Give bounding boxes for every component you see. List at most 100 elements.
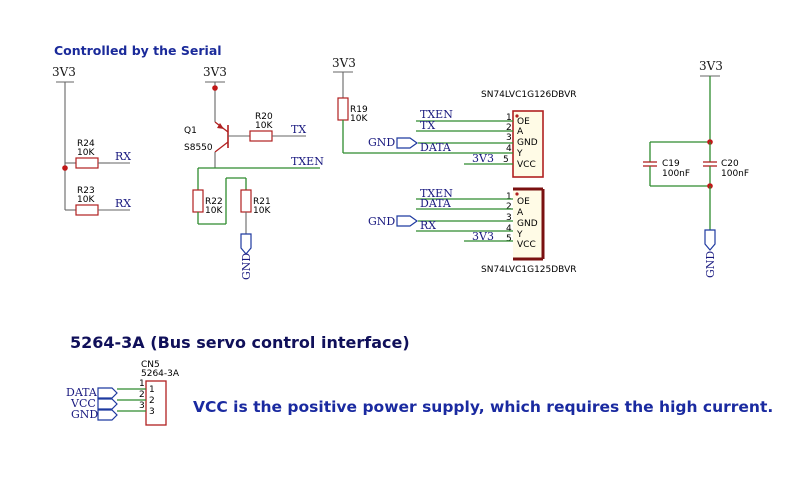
conn-data-label: DATA — [66, 386, 98, 399]
svg-text:2: 2 — [149, 396, 155, 406]
r21-resistor — [240, 189, 252, 213]
svg-text:Y: Y — [516, 149, 523, 159]
pullup-resistors-block: 3V3 R24 10K RX R23 10K RX — [52, 65, 131, 216]
svg-text:4: 4 — [506, 144, 512, 154]
r24-label: R24 — [77, 139, 95, 149]
gnd-port-icon — [396, 215, 419, 227]
svg-text:5: 5 — [503, 155, 509, 165]
connector-block: CN5 5264-3A 1 2 3 1 2 3 DATA VCC GND — [66, 360, 180, 426]
c20-label: C20 — [721, 159, 739, 169]
vcc-3v3-label-1: 3V3 — [472, 152, 494, 165]
svg-text:2: 2 — [139, 390, 145, 400]
svg-text:Y: Y — [516, 230, 523, 240]
section-title: Controlled by the Serial — [54, 43, 222, 58]
u2-pin-labels: OE A GND Y VCC 1 2 3 4 5 — [506, 192, 538, 250]
data-port-icon — [97, 387, 118, 399]
r23-resistor — [75, 204, 99, 216]
conn-vcc-label: VCC — [70, 397, 96, 410]
txen-net-label-3: TXEN — [420, 187, 453, 200]
cn5-connector — [145, 380, 167, 426]
r24-resistor — [75, 157, 99, 169]
gnd-label-4: GND — [704, 251, 717, 278]
gnd-port-icon — [240, 233, 252, 255]
q1-part: S8550 — [184, 143, 213, 153]
svg-text:A: A — [517, 127, 524, 137]
txen-net-label-2: TXEN — [420, 108, 453, 121]
svg-text:2: 2 — [506, 123, 512, 133]
r20-value: 10K — [255, 121, 273, 131]
svg-text:3: 3 — [506, 133, 512, 143]
u1-pin-labels: OE A GND Y VCC 1 2 3 4 5 — [503, 113, 538, 170]
r19-label: R19 — [350, 105, 368, 115]
vcc-3v3-label-2: 3V3 — [472, 230, 494, 243]
svg-text:OE: OE — [517, 117, 530, 127]
svg-text:5: 5 — [506, 234, 512, 244]
r20-label: R20 — [255, 112, 273, 122]
svg-text:1: 1 — [506, 192, 512, 202]
svg-text:VCC: VCC — [517, 160, 536, 170]
r22-value: 10K — [205, 206, 223, 216]
gnd-label-2: GND — [368, 136, 395, 149]
decoupling-caps-block: 3V3 C19 100nF C20 100nF GND — [643, 59, 749, 278]
q1-label: Q1 — [184, 126, 197, 136]
svg-text:3: 3 — [149, 407, 155, 417]
junction-dot — [212, 85, 218, 91]
r21-value: 10K — [253, 206, 271, 216]
data-net-label-1: DATA — [420, 141, 452, 154]
svg-text:OE: OE — [517, 197, 530, 207]
gnd-label-1: GND — [240, 253, 253, 280]
svg-text:3: 3 — [506, 213, 512, 223]
u1-part-label: SN74LVC1G126DBVR — [481, 90, 576, 100]
gnd-port-icon — [704, 229, 716, 251]
svg-text:VCC: VCC — [517, 240, 536, 250]
rx-net-label-2: RX — [115, 197, 131, 210]
c19-value: 100nF — [662, 169, 690, 179]
svg-text:A: A — [517, 208, 524, 218]
connector-title: 5264-3A (Bus servo control interface) — [70, 333, 410, 352]
cn5-part: 5264-3A — [141, 369, 180, 379]
txen-net-label-1: TXEN — [291, 155, 324, 168]
power-3v3-label-2: 3V3 — [203, 65, 227, 79]
power-3v3-label-4: 3V3 — [699, 59, 723, 73]
svg-text:3: 3 — [139, 401, 145, 411]
svg-text:4: 4 — [506, 224, 512, 234]
buffer-u1-block: 3V3 R19 10K SN74LVC1G126DBVR OE A GND Y … — [332, 56, 576, 178]
vcc-port-icon — [97, 398, 118, 410]
svg-text:2: 2 — [506, 202, 512, 212]
c20-value: 100nF — [721, 169, 749, 179]
gnd-port-icon — [97, 409, 118, 421]
u2-part-label: SN74LVC1G125DBVR — [481, 265, 576, 275]
r19-resistor — [337, 97, 349, 121]
junction-dot — [62, 165, 68, 171]
power-3v3-label-3: 3V3 — [332, 56, 356, 70]
rx-net-label-3: RX — [420, 219, 436, 232]
conn-gnd-label: GND — [71, 408, 98, 421]
svg-text:1: 1 — [139, 379, 145, 389]
gnd-label-3: GND — [368, 215, 395, 228]
u2-chip — [513, 189, 543, 259]
data-net-label-2: DATA — [420, 197, 452, 210]
power-note: VCC is the positive power supply, which … — [193, 398, 773, 416]
tx-net-label-2: TX — [420, 119, 435, 132]
cn5-label: CN5 — [141, 360, 160, 370]
tx-net-label-1: TX — [291, 123, 306, 136]
svg-text:1: 1 — [149, 385, 155, 395]
buffer-u2-block: OE A GND Y VCC 1 2 3 4 5 SN74LVC1G125DBV… — [368, 187, 576, 275]
u1-chip — [512, 110, 544, 178]
r21-label: R21 — [253, 197, 271, 207]
r24-value: 10K — [77, 148, 95, 158]
svg-text:1: 1 — [506, 113, 512, 123]
r23-label: R23 — [77, 186, 95, 196]
r19-value: 10K — [350, 114, 368, 124]
r22-resistor — [192, 189, 204, 213]
svg-text:GND: GND — [517, 138, 538, 148]
svg-text:GND: GND — [517, 219, 538, 229]
r20-resistor — [249, 130, 273, 142]
transistor-block: 3V3 Q1 S8550 R20 10K TX TXEN R22 10K R21… — [184, 65, 324, 280]
gnd-port-icon — [396, 137, 419, 149]
r22-label: R22 — [205, 197, 223, 207]
power-3v3-label-1: 3V3 — [52, 65, 76, 79]
r23-value: 10K — [77, 195, 95, 205]
c19-label: C19 — [662, 159, 680, 169]
